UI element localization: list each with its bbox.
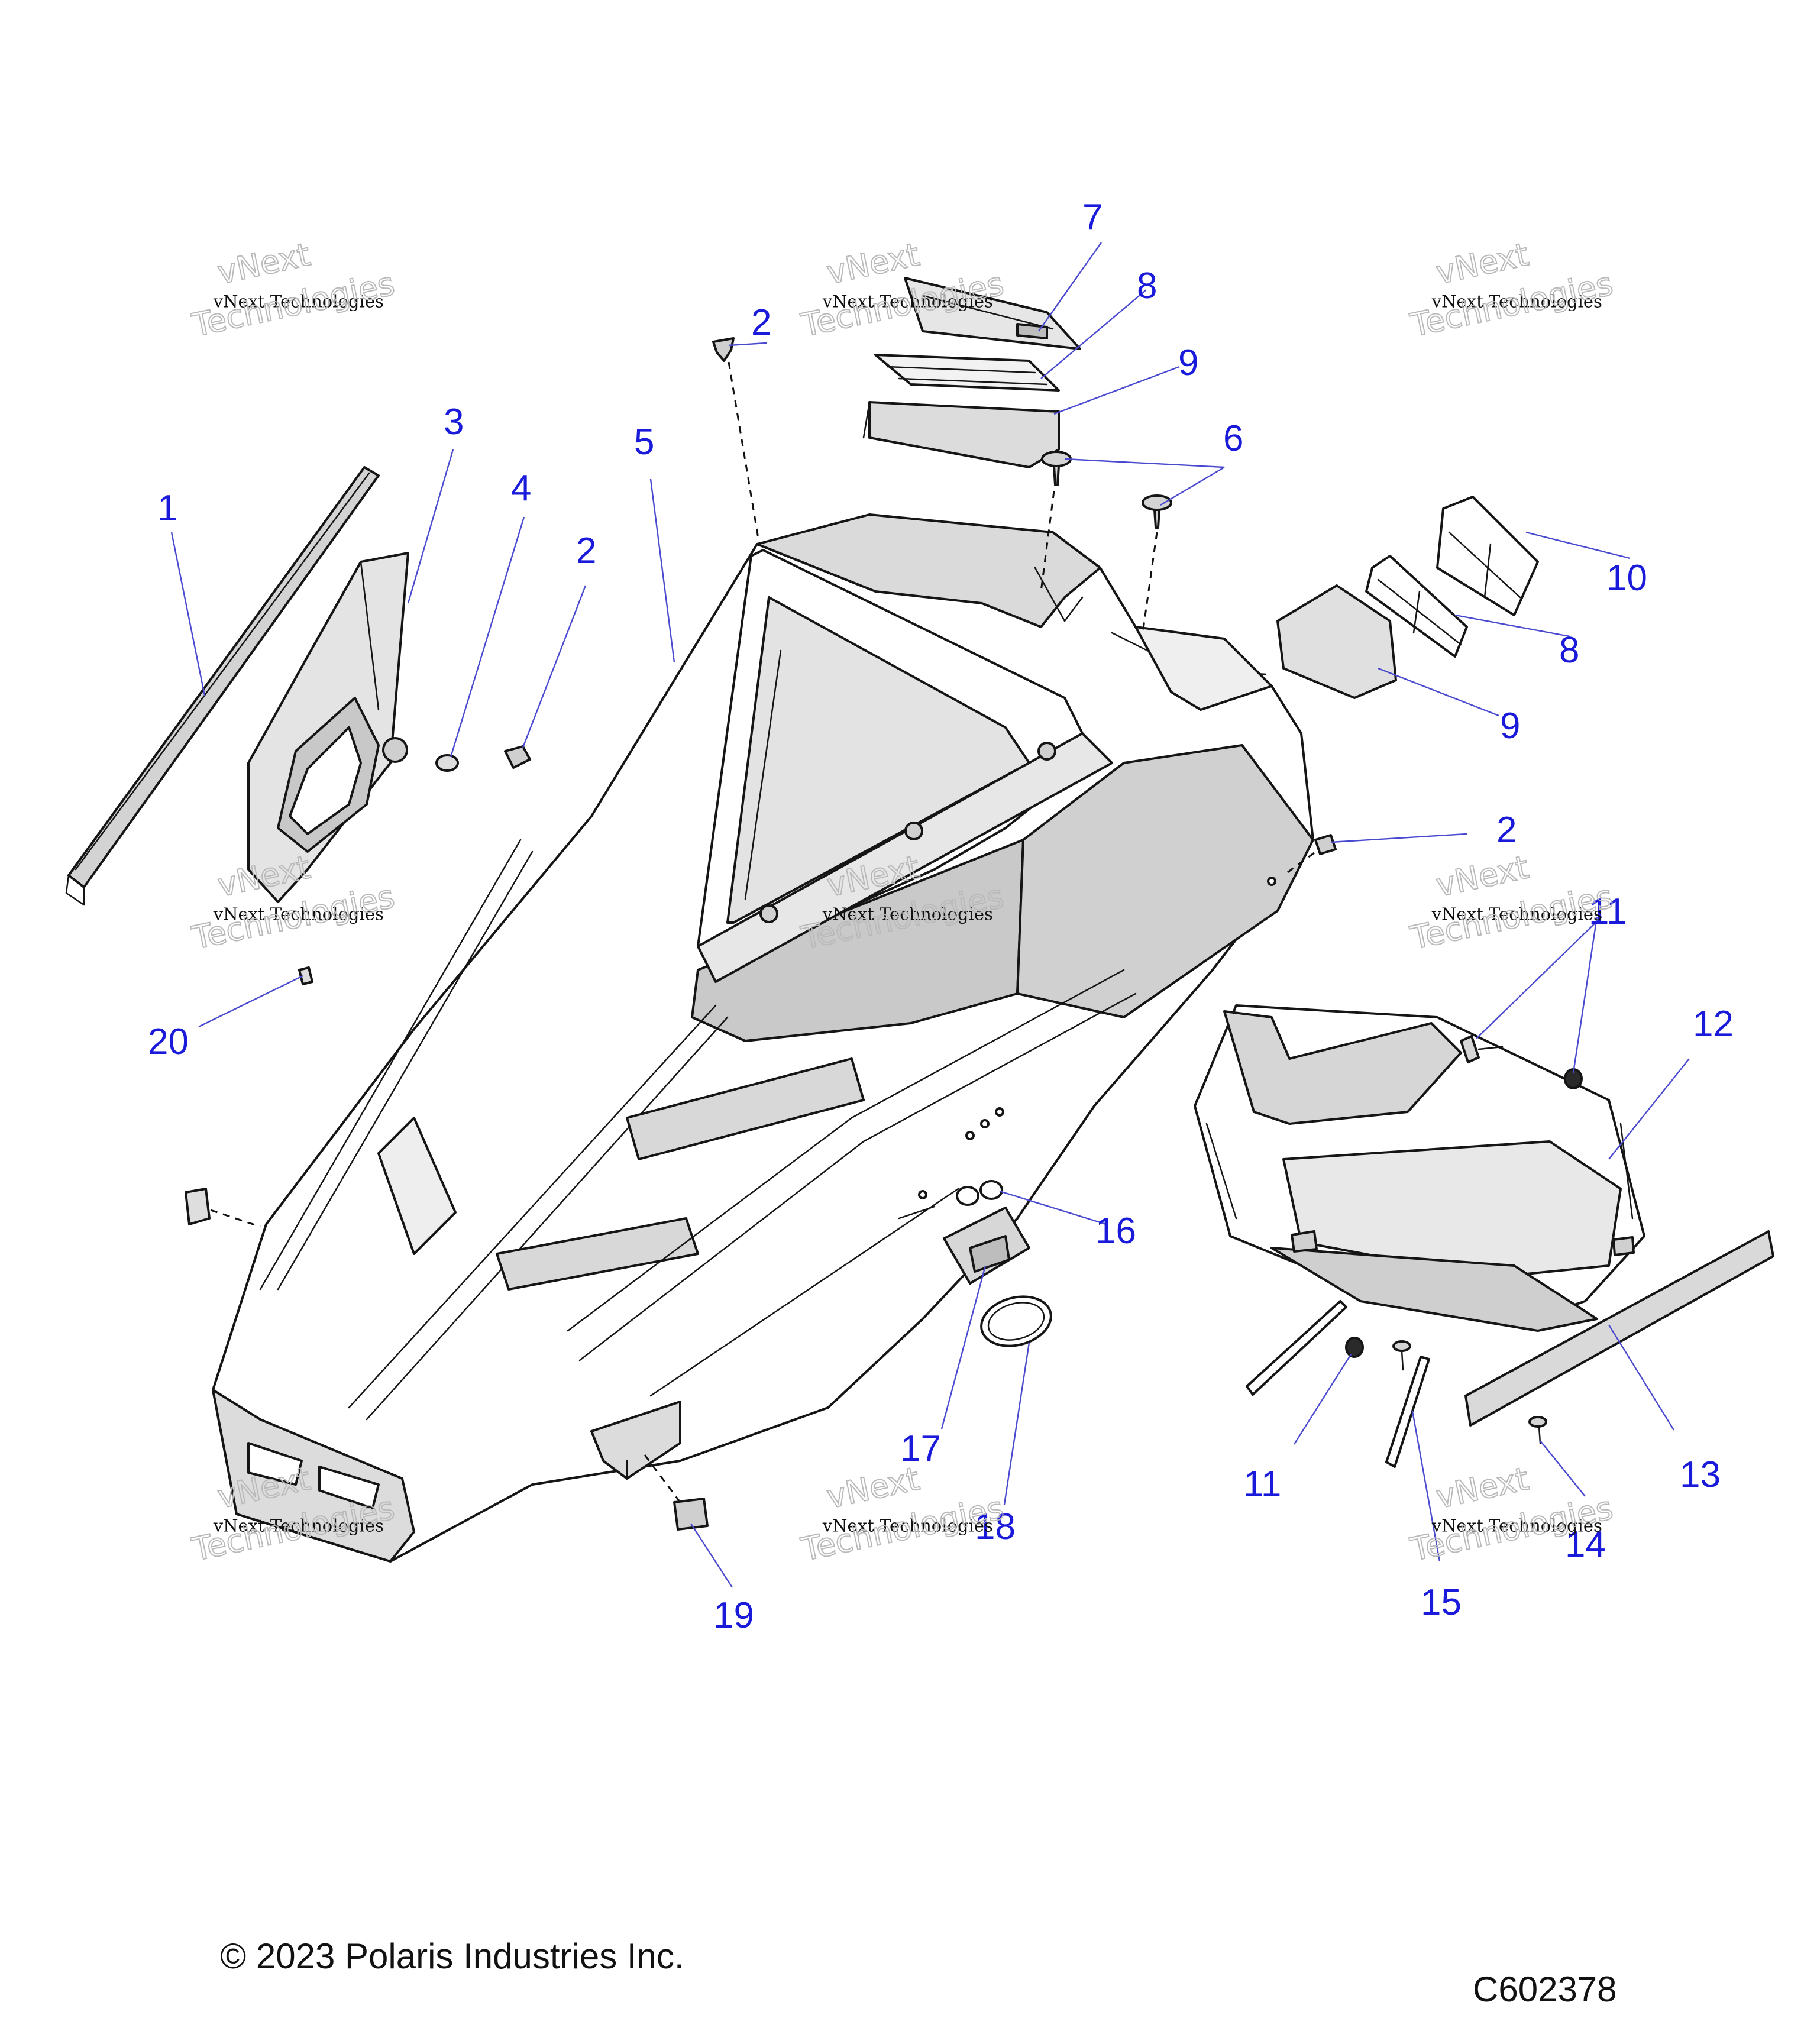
copyright-text: © 2023 Polaris Industries Inc.	[220, 1936, 684, 1976]
svg-text:vNext Technologies: vNext Technologies	[822, 1516, 993, 1536]
part-8-vent-screen-top	[874, 354, 1060, 392]
callout-8-right: 8	[1559, 630, 1579, 671]
callout-7: 7	[1082, 197, 1103, 238]
svg-text:vNext Technologies: vNext Technologies	[213, 292, 384, 312]
svg-text:vNext Technologies: vNext Technologies	[1431, 904, 1602, 924]
callout-11-upper: 11	[1589, 891, 1627, 932]
part-13-panel-strip	[1464, 1230, 1774, 1427]
svg-text:vNext Technologies: vNext Technologies	[822, 904, 993, 924]
part-18-ring	[980, 1295, 1052, 1347]
callout-8-top: 8	[1137, 266, 1157, 306]
callout-11-lower: 11	[1243, 1464, 1281, 1505]
part-14-screw	[1528, 1416, 1547, 1444]
part-19-clip	[644, 1454, 709, 1531]
callout-4: 4	[511, 468, 531, 509]
callout-2-right: 2	[1496, 810, 1517, 850]
watermark: vNext vNext Technologies Technologies	[1407, 848, 1616, 957]
callout-16: 16	[1095, 1211, 1136, 1251]
watermark: vNext vNext Technologies Technologies	[188, 235, 398, 344]
callout-2-left: 2	[576, 531, 596, 571]
callout-9-top: 9	[1178, 342, 1198, 383]
part-8-vent-screen-right	[1365, 555, 1468, 658]
part-11-pin-upper-left	[1460, 1035, 1504, 1063]
part-9-foam-top	[862, 401, 1060, 468]
callout-1: 1	[157, 488, 177, 529]
part-2-clip-left	[504, 745, 531, 769]
part-20-clip	[298, 966, 313, 985]
callout-3: 3	[444, 402, 464, 442]
callout-14: 14	[1565, 1524, 1606, 1565]
callout-17: 17	[900, 1428, 941, 1469]
part-11-pin-lower	[1345, 1337, 1364, 1358]
callout-12: 12	[1693, 1004, 1734, 1044]
watermark: vNext vNext Technologies Technologies	[1407, 235, 1616, 344]
callout-15: 15	[1421, 1582, 1462, 1623]
svg-text:vNext: vNext	[214, 848, 313, 904]
part-17-bracket	[943, 1207, 1030, 1285]
callout-5: 5	[634, 422, 654, 463]
svg-text:vNext: vNext	[1433, 235, 1531, 291]
figure-code: C602378	[1473, 1969, 1617, 2009]
part-3-side-panel	[247, 552, 409, 903]
svg-text:vNext Technologies: vNext Technologies	[1431, 292, 1602, 312]
part-screw-center	[1392, 1340, 1411, 1371]
svg-text:vNext: vNext	[1433, 848, 1531, 904]
callout-6: 6	[1223, 418, 1243, 459]
svg-text:vNext Technologies: vNext Technologies	[213, 904, 384, 924]
callout-13: 13	[1680, 1454, 1721, 1495]
part-2-clip-top	[712, 337, 759, 539]
callout-2-top: 2	[751, 302, 771, 343]
svg-text:vNext: vNext	[1433, 1460, 1531, 1515]
callout-9-right: 9	[1500, 706, 1520, 746]
part-1-trim-strip	[65, 466, 380, 906]
part-12-storage-tray	[1194, 1004, 1645, 1332]
part-15-rods	[1246, 1300, 1430, 1468]
callout-10: 10	[1606, 558, 1647, 599]
part-4-grommet	[435, 754, 459, 772]
callout-18: 18	[975, 1506, 1016, 1547]
part-16-caps	[956, 1180, 1003, 1206]
part-front-clip	[185, 1188, 261, 1228]
callouts: 1 2 2 2 3 4 5 6 7 8 8 9 9 10 11 11 12 13…	[148, 197, 1734, 1636]
part-7-vent-cover	[904, 277, 1081, 350]
part-6-screws	[1040, 451, 1172, 633]
part-9-foam-right	[1276, 584, 1397, 699]
part-10-vent-housing	[1436, 496, 1539, 616]
svg-text:vNext: vNext	[214, 235, 313, 291]
callout-19: 19	[713, 1595, 754, 1636]
leader-lines	[170, 242, 1690, 1588]
callout-20: 20	[148, 1021, 189, 1062]
svg-text:vNext: vNext	[823, 1460, 922, 1515]
part-5-hood	[212, 513, 1314, 1563]
svg-text:vNext Technologies: vNext Technologies	[822, 292, 993, 312]
part-2-clip-right	[1283, 834, 1337, 877]
svg-text:vNext Technologies: vNext Technologies	[213, 1516, 384, 1536]
watermark: vNext vNext Technologies Technologies	[188, 848, 398, 957]
watermark: vNext vNext Technologies Technologies	[797, 1459, 1007, 1568]
svg-text:vNext Technologies: vNext Technologies	[1431, 1516, 1602, 1536]
